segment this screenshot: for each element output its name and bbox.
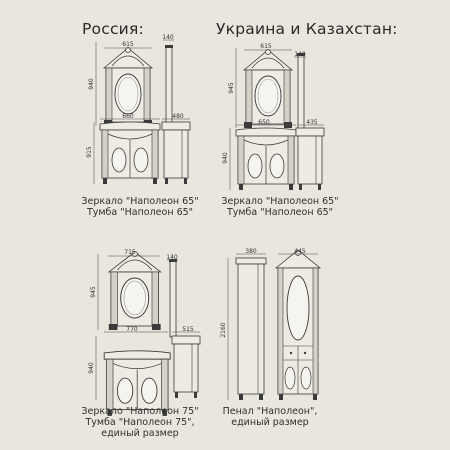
set75-caption-line1: Зеркало "Наполеон 75"	[81, 406, 199, 417]
set75-mirror-height: 945	[90, 286, 97, 298]
penal-side	[235, 257, 267, 400]
ukraine-mirror-group: 615 140 945	[228, 43, 306, 132]
ukraine-cabinet-depth: 435	[306, 119, 318, 126]
header-ukraine-kazakhstan: Украина и Казахстан:	[216, 20, 398, 38]
russia-mirror-height: 940	[88, 78, 95, 90]
set75-mirror-width: 715	[124, 249, 136, 256]
penal-depth: 380	[245, 248, 257, 255]
set75-caption: Зеркало "Наполеон 75" Тумба "Наполеон 75…	[70, 406, 210, 439]
set75-mirror-group: 715 140 945	[90, 249, 178, 338]
ukraine-mirror-width: 615	[260, 43, 272, 50]
russia-mirror-width: 615	[122, 41, 134, 48]
russia-mirror-group: 615 140 940	[88, 34, 174, 127]
set75-mirror-depth: 140	[166, 254, 178, 261]
set75-mirror-front	[108, 250, 162, 331]
ukraine-cabinet-width: 650	[258, 119, 270, 126]
set75-caption-line3: единый размер	[101, 428, 179, 439]
set75-cabinet-depth: 515	[182, 326, 194, 333]
russia-caption: Зеркало "Наполеон 65" Тумба "Наполеон 65…	[70, 196, 210, 218]
ukraine-cabinet-front	[235, 127, 297, 191]
russia-cabinet-group: 660 480 915	[86, 113, 191, 185]
ukraine-caption-line2: Тумба "Наполеон 65"	[226, 207, 334, 218]
set75-cabinet-group: 770 515 940	[88, 326, 201, 417]
ukraine-mirror-height: 945	[228, 82, 235, 94]
russia-cabinet-width: 660	[122, 113, 134, 120]
russia-mirror-side	[164, 44, 174, 124]
ukraine-caption: Зеркало "Наполеон 65" Тумба "Наполеон 65…	[210, 196, 350, 218]
ukraine-mirror-front	[243, 49, 293, 129]
penal-group: 380 445 2160	[220, 248, 322, 400]
penal-width: 445	[294, 248, 306, 255]
set75-cabinet-height: 940	[88, 362, 95, 374]
ukraine-cabinet-group: 650 435 940	[222, 119, 325, 191]
penal-height: 2160	[220, 322, 227, 337]
russia-caption-line1: Зеркало "Наполеон 65"	[81, 196, 199, 207]
header-russia: Россия:	[82, 20, 144, 38]
set75-cabinet-width: 770	[126, 326, 138, 333]
ukraine-mirror-side	[296, 52, 306, 132]
penal-caption-line2: единый размер	[231, 417, 309, 428]
russia-caption-line2: Тумба "Наполеон 65"	[86, 207, 194, 218]
penal-caption: Пенал "Наполеон", единый размер	[210, 406, 330, 428]
russia-cabinet-front	[99, 121, 161, 185]
penal-front	[274, 249, 322, 400]
ukraine-cabinet-height: 940	[222, 152, 229, 164]
set75-cabinet-side	[171, 335, 201, 399]
russia-mirror-depth: 140	[162, 34, 174, 41]
ukraine-caption-line1: Зеркало "Наполеон 65"	[221, 196, 339, 207]
russia-cabinet-height: 915	[86, 146, 93, 158]
penal-caption-line1: Пенал "Наполеон",	[222, 406, 318, 417]
ukraine-mirror-depth: 140	[294, 51, 306, 58]
set75-caption-line2: Тумба "Наполеон 75",	[85, 417, 195, 428]
russia-cabinet-depth: 480	[172, 113, 184, 120]
set75-mirror-side	[168, 258, 178, 338]
ukraine-cabinet-side	[295, 127, 325, 191]
russia-cabinet-side	[161, 121, 191, 185]
